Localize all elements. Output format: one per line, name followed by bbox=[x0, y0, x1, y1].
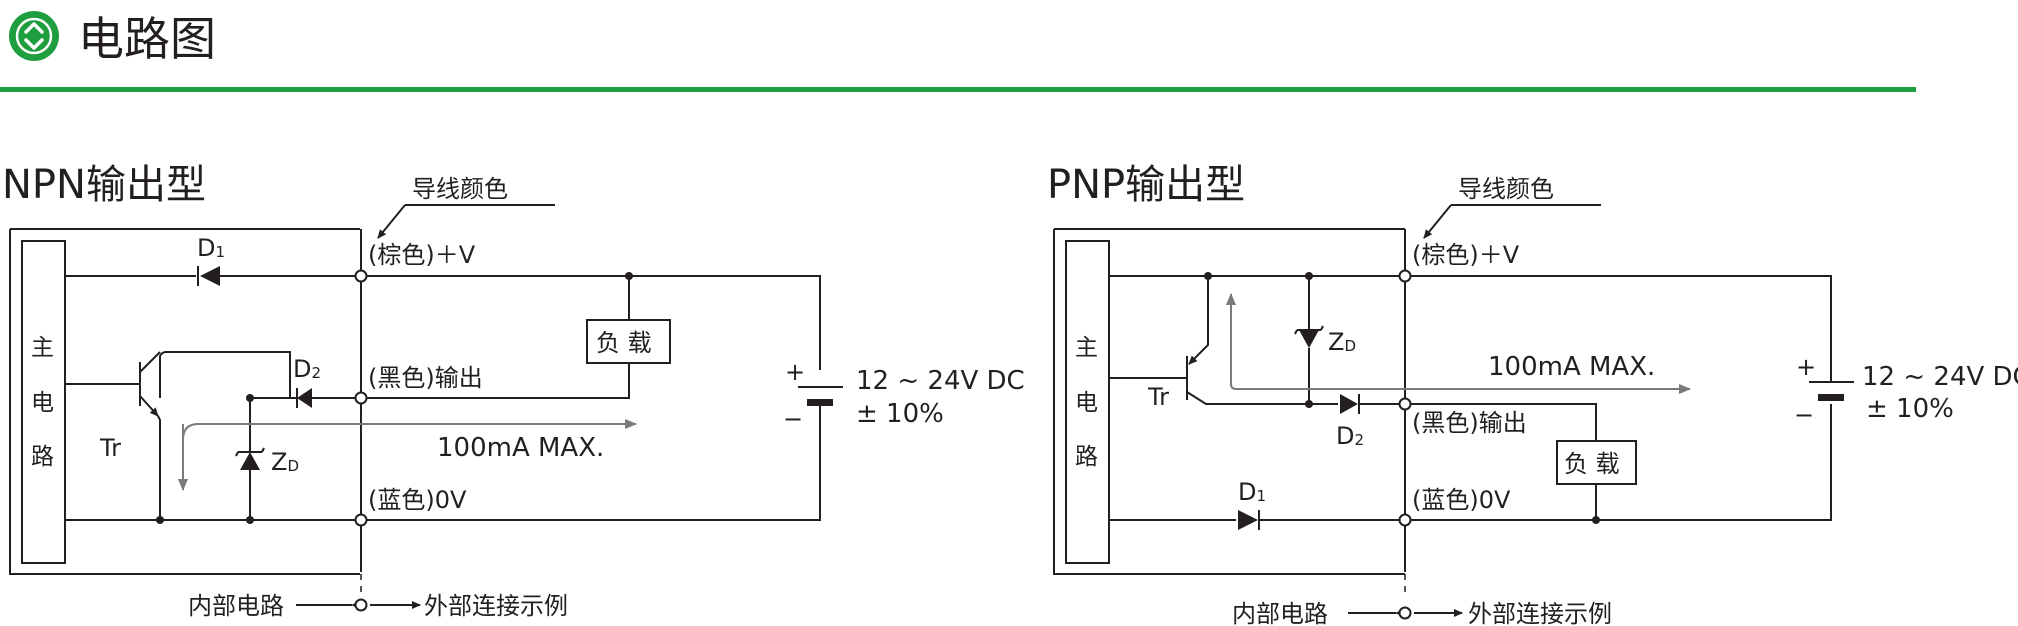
npn-internal-label: 内部电路 bbox=[188, 592, 284, 620]
npn-terminal-black bbox=[354, 391, 368, 405]
npn-d1-label: D1 bbox=[197, 234, 225, 262]
pnp-plus-label: + bbox=[1796, 353, 1816, 381]
npn-diagram: NPN输出型 导线颜色 主 电 路 D1 D2 bbox=[2, 162, 1025, 620]
npn-diode-d1 bbox=[197, 266, 220, 286]
pnp-external-label: 外部连接示例 bbox=[1468, 600, 1612, 626]
npn-brown-label: (棕色)＋V bbox=[368, 241, 476, 269]
pnp-tr-label: Tr bbox=[1147, 383, 1169, 411]
npn-tr-label: Tr bbox=[99, 434, 121, 462]
npn-external-label: 外部连接示例 bbox=[424, 592, 568, 620]
npn-battery bbox=[798, 386, 843, 406]
pnp-terminal-brown bbox=[1398, 269, 1412, 283]
npn-wire-color-label: 导线颜色 bbox=[412, 175, 508, 203]
npn-main-circuit-char-1: 主 bbox=[31, 335, 54, 361]
pnp-minus-label: − bbox=[1794, 401, 1814, 429]
pnp-blue-label: (蓝色)0V bbox=[1412, 486, 1511, 514]
pnp-main-circuit-block bbox=[1065, 240, 1110, 564]
chevron-up-down-icon bbox=[9, 11, 59, 61]
pnp-title: PNP输出型 bbox=[1047, 162, 1245, 208]
npn-supply-label: 12 ~ 24V DC bbox=[856, 366, 1025, 396]
pnp-diode-d2 bbox=[1340, 394, 1360, 414]
npn-blue-label: (蓝色)0V bbox=[368, 486, 467, 514]
pnp-brown-label: (棕色)＋V bbox=[1412, 241, 1520, 269]
npn-main-circuit-char-2: 电 bbox=[31, 390, 54, 416]
npn-diode-d2 bbox=[296, 388, 312, 408]
npn-terminal-brown bbox=[354, 269, 368, 283]
npn-black-label: (黑色)输出 bbox=[368, 364, 483, 392]
npn-terminal-blue bbox=[354, 513, 368, 527]
npn-title: NPN输出型 bbox=[2, 162, 206, 208]
npn-tolerance-label: ± 10% bbox=[856, 399, 944, 429]
pnp-load-label: 负 载 bbox=[1564, 450, 1620, 478]
npn-zd-label: ZD bbox=[271, 448, 299, 476]
npn-minus-label: − bbox=[783, 405, 803, 433]
npn-zener-zd bbox=[235, 398, 265, 520]
pnp-transistor-tr bbox=[1109, 276, 1338, 405]
npn-current-label: 100mA MAX. bbox=[437, 433, 604, 463]
npn-main-circuit-block bbox=[21, 240, 66, 564]
pnp-tolerance-label: ± 10% bbox=[1866, 394, 1954, 424]
page-title: 电路图 bbox=[78, 12, 216, 66]
pnp-d2-label: D2 bbox=[1336, 422, 1364, 450]
pnp-main-circuit-char-2: 电 bbox=[1075, 390, 1098, 416]
npn-d2-label: D2 bbox=[293, 355, 321, 383]
pnp-diode-d1 bbox=[1238, 510, 1260, 530]
npn-main-circuit-char-3: 路 bbox=[31, 444, 54, 470]
pnp-zd-label: ZD bbox=[1328, 328, 1356, 356]
npn-transistor-tr bbox=[65, 351, 161, 520]
pnp-black-label: (黑色)输出 bbox=[1412, 409, 1527, 437]
pnp-wire-color-label: 导线颜色 bbox=[1458, 175, 1554, 203]
npn-load-label: 负 载 bbox=[596, 329, 652, 357]
pnp-terminal-blue bbox=[1398, 513, 1412, 527]
pnp-d1-label: D1 bbox=[1238, 478, 1266, 506]
npn-plus-label: + bbox=[785, 358, 805, 386]
pnp-main-circuit-char-1: 主 bbox=[1075, 335, 1098, 361]
pnp-battery bbox=[1809, 381, 1854, 401]
pnp-diagram: PNP输出型 导线颜色 主 电 路 Tr bbox=[1047, 162, 2018, 626]
pnp-supply-label: 12 ~ 24V DC bbox=[1862, 362, 2018, 392]
pnp-internal-label: 内部电路 bbox=[1232, 600, 1328, 626]
pnp-current-label: 100mA MAX. bbox=[1488, 352, 1655, 382]
pnp-terminal-black bbox=[1398, 397, 1412, 411]
header-divider bbox=[0, 87, 1916, 92]
pnp-main-circuit-char-3: 路 bbox=[1075, 444, 1098, 470]
header: 电路图 bbox=[0, 11, 1916, 92]
pnp-zener-zd bbox=[1294, 276, 1324, 404]
